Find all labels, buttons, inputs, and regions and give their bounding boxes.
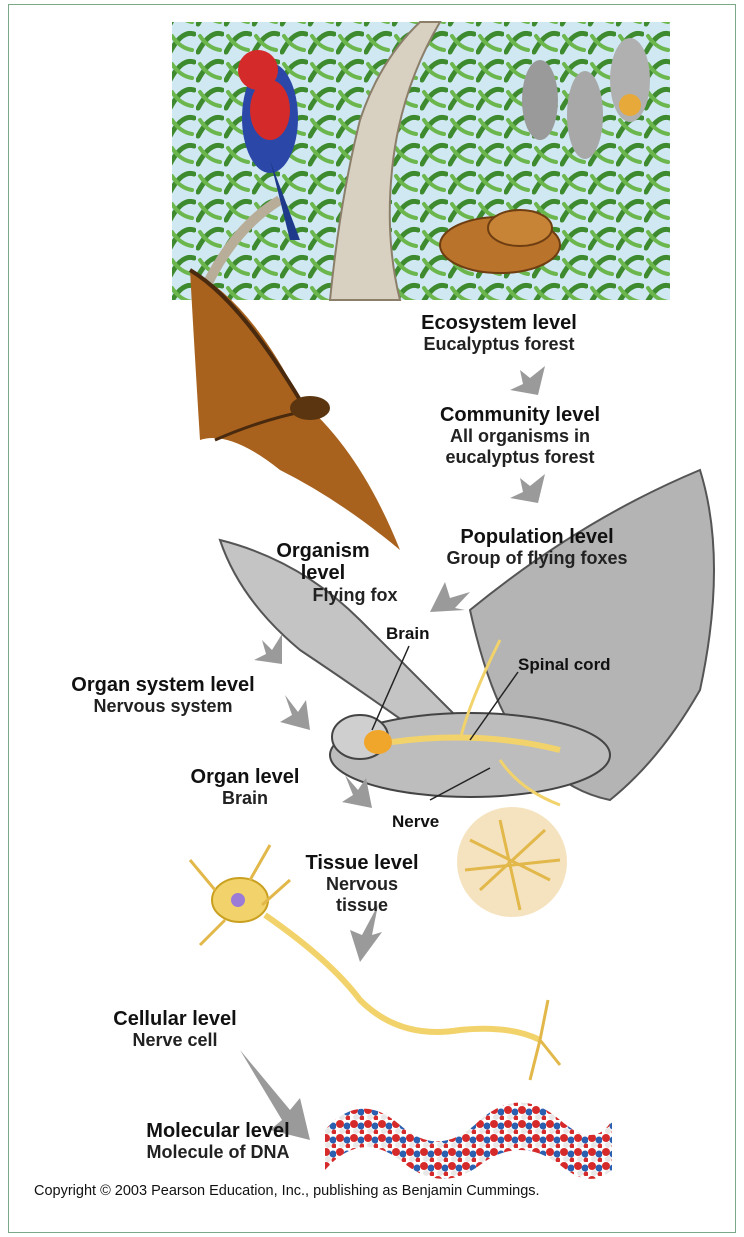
arrow-community-to-population [510,474,545,503]
bat-nervous-system-icon [220,470,714,805]
population-level-example: Group of flying foxes [402,548,672,568]
molecular-level-example: Molecule of DNA [108,1142,328,1162]
brain-label: Brain [386,624,429,644]
spinal-cord-label: Spinal cord [518,655,611,675]
organ-system-level-example: Nervous system [30,696,296,716]
dna-molecule-icon [325,1103,612,1179]
tissue-level-title: Tissue level [278,852,446,874]
flying-fox-icon [190,270,400,550]
tissue-level-label: Tissue level Nervous tissue [278,852,446,915]
organ-level-title: Organ level [160,766,330,788]
population-level-label: Population level Group of flying foxes [402,526,672,569]
organism-level-example-text: Flying fox [290,585,420,605]
copyright-notice: Copyright © 2003 Pearson Education, Inc.… [34,1183,540,1199]
arrow-ecosystem-to-community [510,366,545,395]
cellular-level-example: Nerve cell [80,1030,270,1050]
molecular-level-title: Molecular level [108,1120,328,1142]
organism-level-title-line2: level [248,562,398,584]
community-level-example-line2: eucalyptus forest [390,447,650,467]
organism-level-example: Flying fox [290,585,420,605]
organism-level-label: Organism level [248,540,398,585]
organ-system-level-label: Organ system level Nervous system [30,674,296,717]
organ-level-label: Organ level Brain [160,766,330,809]
community-level-label: Community level All organisms in eucalyp… [390,404,650,467]
ecosystem-level-label: Ecosystem level Eucalyptus forest [376,312,622,355]
arrow-population-to-organism [430,582,470,612]
cellular-level-title: Cellular level [80,1008,270,1030]
nervous-tissue-icon [457,807,567,917]
community-level-example-line1: All organisms in [390,426,650,446]
ecosystem-level-title: Ecosystem level [376,312,622,334]
arrow-organism-to-organ-system [254,634,282,664]
molecular-level-label: Molecular level Molecule of DNA [108,1120,328,1163]
tissue-level-example-line2: tissue [278,895,446,915]
organ-system-level-title: Organ system level [30,674,296,696]
population-level-title: Population level [402,526,672,548]
community-level-title: Community level [390,404,650,426]
nerve-label: Nerve [392,812,439,832]
organism-level-title-line1: Organism [248,540,398,562]
organ-level-example: Brain [160,788,330,808]
cellular-level-label: Cellular level Nerve cell [80,1008,270,1051]
ecosystem-level-example: Eucalyptus forest [376,334,622,354]
tissue-level-example-line1: Nervous [278,874,446,894]
